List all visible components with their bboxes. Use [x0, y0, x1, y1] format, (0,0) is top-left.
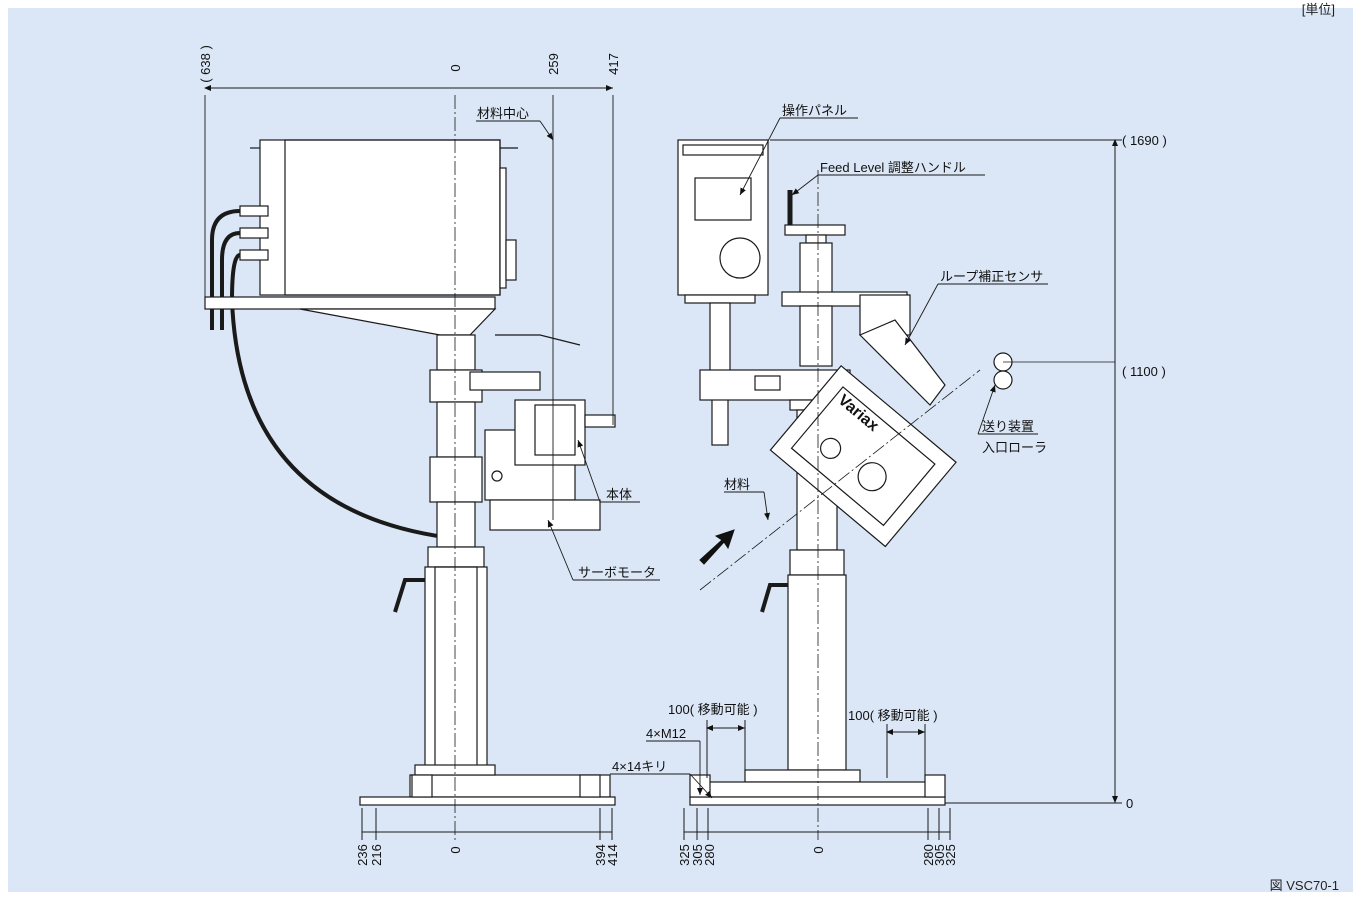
dim-right-1690: ( 1690 )	[1122, 133, 1167, 148]
callout-material: 材料	[724, 477, 750, 492]
dim-br-325a: 325	[677, 844, 692, 866]
centerlines	[454, 95, 1115, 840]
dim-br-325b: 325	[943, 844, 958, 866]
callout-move-range-2: 100( 移動可能 )	[848, 708, 938, 723]
callout-main-body: 本体	[606, 487, 632, 502]
dim-top-0: 0	[448, 64, 463, 71]
dim-bl-414: 414	[605, 844, 620, 866]
dim-bl-216: 216	[369, 844, 384, 866]
dim-br-280a: 280	[702, 844, 717, 866]
callout-material-center: 材料中心	[477, 106, 529, 121]
callout-holes: 4×14キリ	[612, 759, 667, 774]
callout-servo-motor: サーボモータ	[578, 565, 656, 580]
feeder-body	[769, 364, 957, 548]
panel-screen	[694, 177, 752, 221]
dim-top-638: ( 638 )	[198, 45, 213, 83]
dim-bl-394: 394	[593, 844, 608, 866]
dim-br-305a: 305	[690, 844, 705, 866]
callout-operation-panel: 操作パネル	[782, 103, 847, 118]
bottom-dimensions	[361, 720, 951, 840]
callout-move-range-1: 100( 移動可能 )	[668, 702, 758, 717]
panel-dial	[719, 237, 761, 279]
dim-br-280b: 280	[921, 844, 936, 866]
right-dimension	[770, 139, 1122, 804]
dim-bl-0: 0	[448, 846, 463, 853]
dim-top-417: 417	[606, 53, 621, 75]
dim-bl-236: 236	[355, 844, 370, 866]
dim-br-305b: 305	[932, 844, 947, 866]
callout-feed-level-handle: Feed Level 調整ハンドル	[820, 160, 966, 175]
dim-right-1100: ( 1100 )	[1122, 364, 1166, 379]
leader-lines	[476, 117, 1048, 799]
callout-feeder: 送り装置	[982, 419, 1034, 434]
callout-entry-roller: 入口ローラ	[982, 440, 1047, 455]
callout-loop-sensor: ループ補正センサ	[940, 269, 1043, 284]
callout-bolt: 4×M12	[646, 726, 686, 741]
control-box-side	[259, 139, 501, 296]
dim-top-259: 259	[546, 53, 561, 75]
dim-right-0: 0	[1126, 796, 1133, 811]
handwheel	[784, 224, 846, 236]
feed-direction-arrow	[699, 529, 735, 565]
unit-label: [単位]	[1301, 2, 1335, 17]
entry-roller-lower	[993, 370, 1013, 390]
figure-number: 図 VSC70-1	[1269, 878, 1339, 893]
side-view	[204, 139, 616, 806]
dim-br-0: 0	[811, 846, 826, 853]
